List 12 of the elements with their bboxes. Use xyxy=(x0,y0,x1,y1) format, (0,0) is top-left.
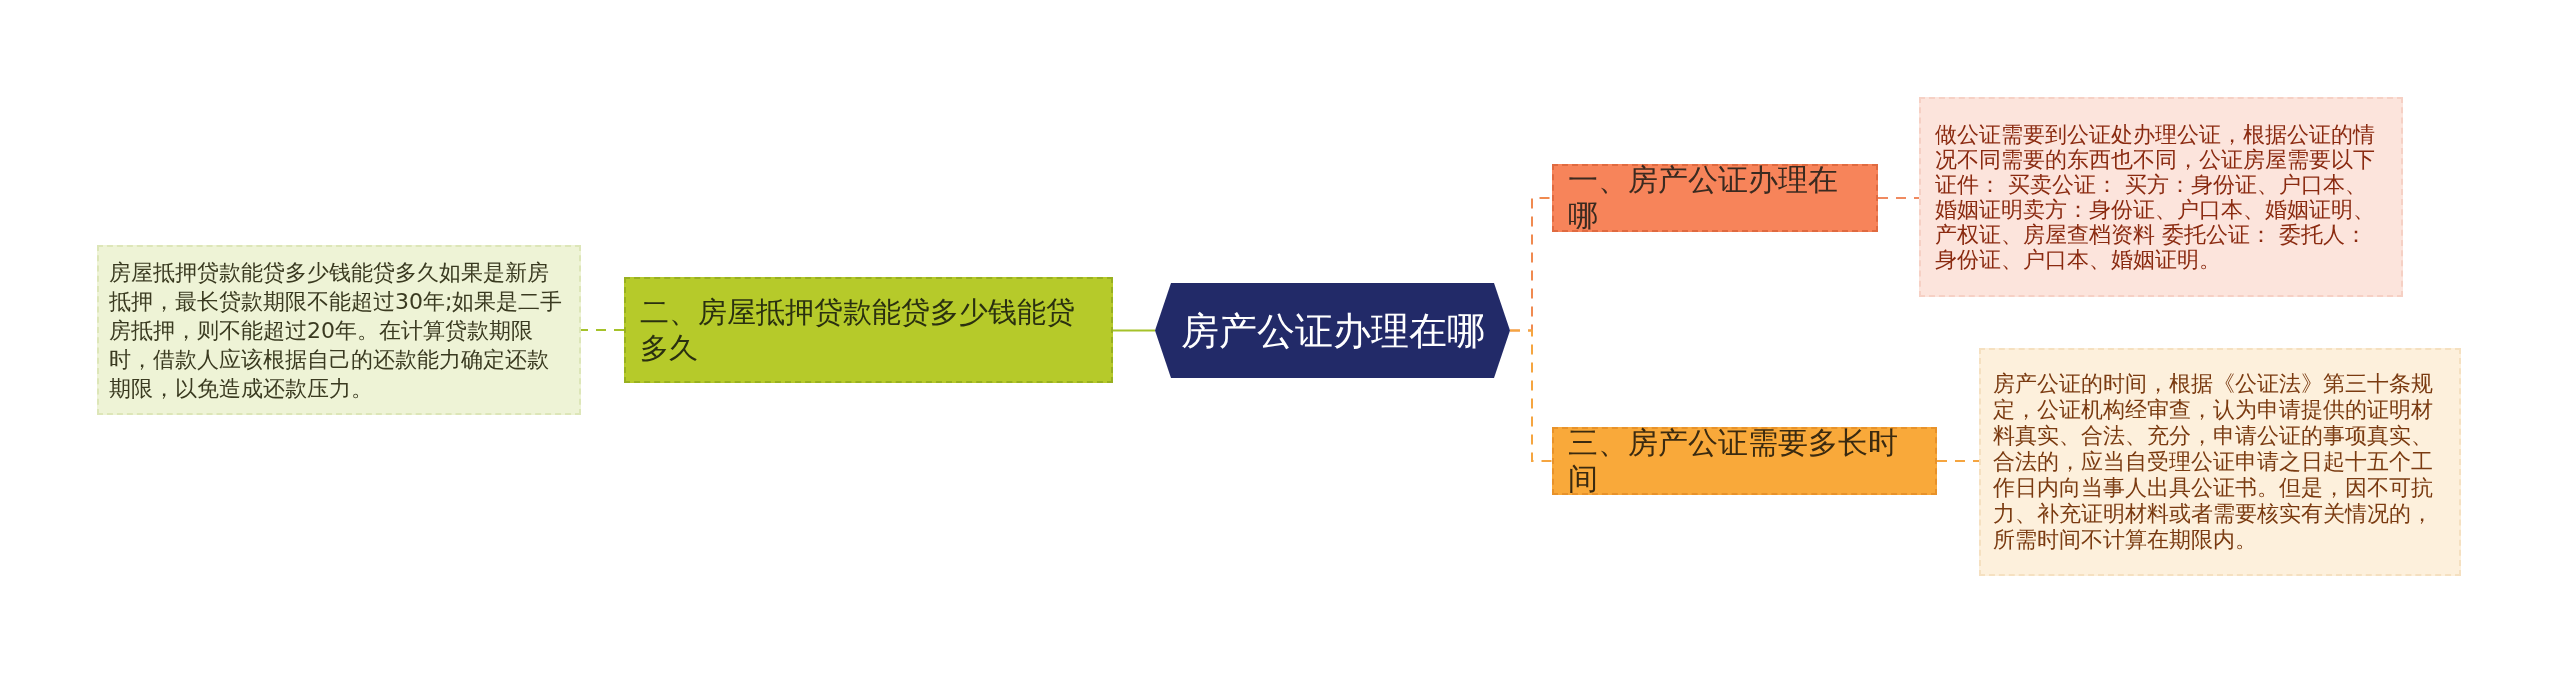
connector-line xyxy=(580,329,625,331)
connector-line xyxy=(1877,197,1920,199)
branch-box: 三、房产公证需要多长时间 xyxy=(1552,427,1937,495)
branch-box: 二、房屋抵押贷款能贷多少钱能贷多久 xyxy=(624,277,1113,383)
branch-box: 一、房产公证办理在哪 xyxy=(1552,164,1878,232)
connector-line xyxy=(1112,329,1156,332)
detail-box: 房屋抵押贷款能贷多少钱能贷多久如果是新房抵押，最长贷款期限不能超过30年;如果是二手房抵押，则不能超过20年。在计算贷款期限时，借款人应该根据自己的还款能力确定还款期限，以免造成还款压力。 xyxy=(97,245,581,415)
connector-line xyxy=(1936,460,1980,462)
detail-box: 做公证需要到公证处办理公证，根据公证的情况不同需要的东西也不同，公证房屋需要以下证件： 买卖公证： 买方：身份证、户口本、婚姻证明卖方：身份证、户口本、婚姻证明、产权证、房屋查档资料 委托公证： 委托人：身份证、户口本、婚姻证明。 xyxy=(1919,97,2403,297)
topic-hexagon: 房产公证办理在哪 xyxy=(1155,283,1510,378)
detail-box: 房产公证的时间，根据《公证法》第三十条规定，公证机构经审查，认为申请提供的证明材料真实、合法、充分，申请公证的事项真实、合法的，应当自受理公证申请之日起十五个工作日内向当事人出具公证书。但是，因不可抗力、补充证明材料或者需要核实有关情况的，所需时间不计算在期限内。 xyxy=(1979,348,2461,576)
connector-line xyxy=(1509,329,1553,462)
